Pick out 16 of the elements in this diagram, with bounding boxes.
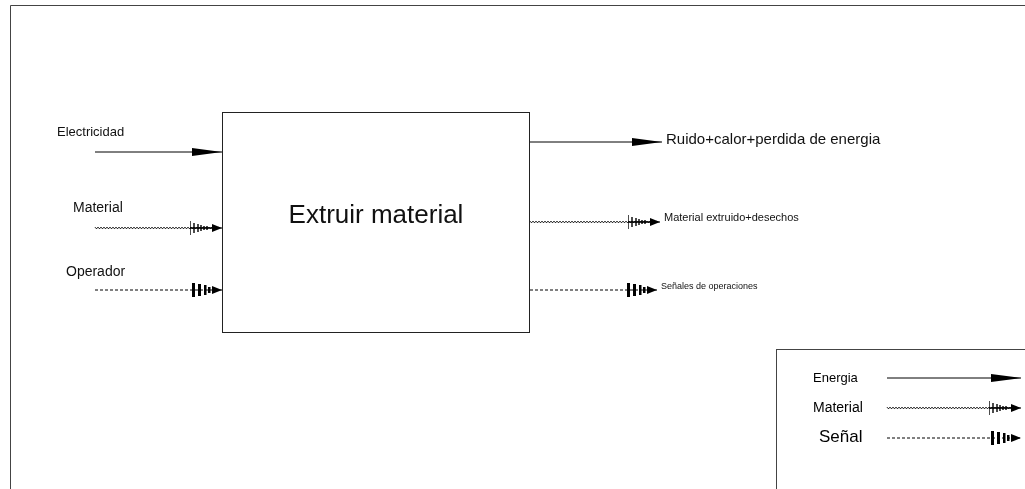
legend-label: Material [813,398,863,415]
process-box: Extruir material [222,112,530,333]
signal-flow-arrow [94,283,223,297]
flow-label: Señales de operaciones [661,281,758,291]
flow-label: Material extruido+desechos [664,211,799,223]
flow-label: Operador [66,263,126,279]
energy-flow-arrow [529,138,663,146]
material-flow-arrow [529,214,661,230]
legend-label: Señal [819,426,863,447]
legend-label: Energia [813,369,858,385]
flow-label: Ruido+calor+perdida de energia [666,130,881,147]
energy-flow-arrow [94,148,223,156]
signal-flow-arrow [529,283,658,297]
flow-label: Material [73,199,123,215]
material-flow-arrow [94,220,223,236]
flow-label: Electricidad [57,124,125,139]
